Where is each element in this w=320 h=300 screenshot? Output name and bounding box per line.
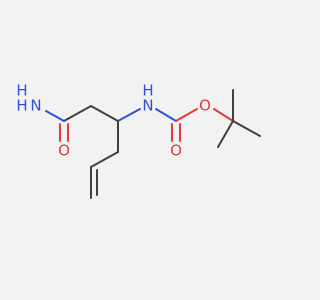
bond-ch2-ch bbox=[90, 105, 119, 122]
bond-amide-c-ch2 bbox=[63, 105, 92, 122]
bond-allyl-ch2-ch bbox=[90, 151, 119, 168]
atom-labels: H N H O H N O O bbox=[16, 82, 211, 160]
amide-nitrogen-h2-label: H bbox=[16, 97, 27, 115]
amide-nitrogen-h-label: H bbox=[16, 82, 27, 100]
chemical-structure-diagram: H N H O H N O O bbox=[16, 82, 261, 199]
amide-oxygen-label: O bbox=[58, 142, 70, 160]
bond-carbamate-c-ester-o bbox=[175, 108, 198, 122]
bond-tbu-methyl-down bbox=[217, 120, 234, 148]
amide-nitrogen-n-label: N bbox=[30, 97, 41, 115]
carbamate-nh-h-label: H bbox=[142, 82, 153, 100]
carbonyl-oxygen-label: O bbox=[170, 142, 182, 160]
bond-ester-o-tbu bbox=[213, 108, 234, 122]
carbamate-nh-n-label: N bbox=[142, 97, 153, 115]
bond-amide-c-nh2 bbox=[45, 110, 65, 122]
bond-ch-nh bbox=[117, 108, 141, 122]
ester-oxygen-label: O bbox=[199, 97, 211, 115]
bond-nh-carbamate-c bbox=[155, 108, 177, 122]
bond-tbu-methyl-right bbox=[232, 120, 261, 137]
bonds bbox=[45, 89, 261, 199]
